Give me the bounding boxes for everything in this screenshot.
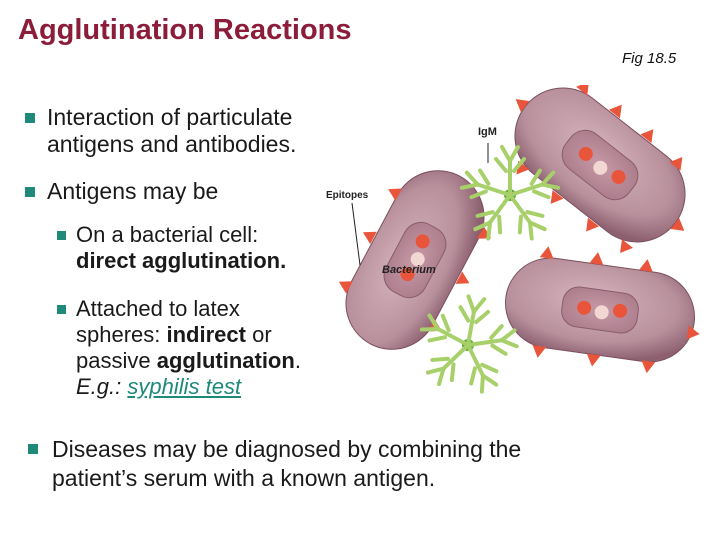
sub-bullet-direct: On a bacterial cell: direct agglutinatio… — [76, 222, 287, 273]
bacterium-left — [335, 170, 495, 350]
epitopes-label: Epitopes — [326, 190, 369, 201]
figure-label: Fig 18.5 — [622, 50, 677, 67]
bullet-marker-icon — [25, 113, 35, 123]
bacterium-bottom — [504, 245, 701, 375]
igm-antibody-bottom — [419, 293, 520, 394]
sub-bullet-indirect: Attached to latex spheres: indirect or p… — [76, 296, 301, 399]
syphilis-test-link[interactable]: syphilis test — [127, 374, 242, 399]
bullet-antigens: Antigens may be — [47, 178, 219, 204]
igm-label: IgM — [478, 126, 497, 138]
bullet-interaction: Interaction of particulate antigens and … — [47, 104, 297, 157]
bacterium-label: Bacterium — [382, 264, 436, 276]
slide-title: Agglutination Reactions — [18, 14, 352, 46]
bacterium-top — [510, 85, 689, 258]
sub-bullet-marker-icon — [57, 305, 66, 314]
agglutination-illustration: IgM Epitopes Bacterium — [326, 85, 701, 415]
bullet-marker-icon — [25, 187, 35, 197]
igm-antibody-top — [458, 145, 562, 242]
sub-bullet-marker-icon — [57, 231, 66, 240]
bullet-diseases: Diseases may be diagnosed by combining t… — [52, 436, 522, 491]
bullet-marker-icon — [28, 444, 38, 454]
